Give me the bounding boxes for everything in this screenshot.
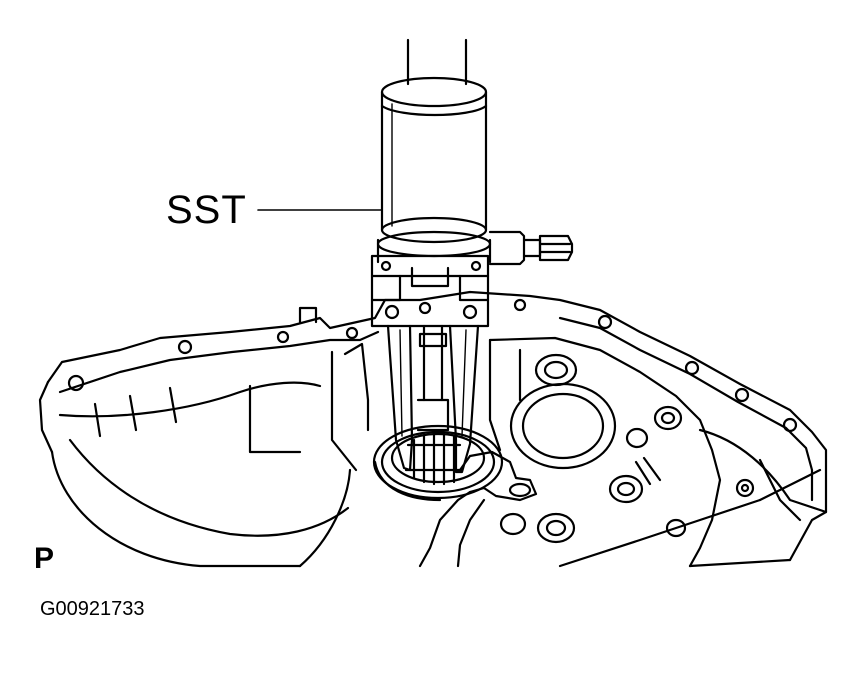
sst-puller-tool: [372, 40, 572, 472]
bearing-bore: [374, 426, 536, 566]
view-label: P: [34, 542, 55, 575]
figure-id: G00921733: [40, 598, 145, 620]
transaxle-case: [40, 292, 826, 566]
sst-callout-label: SST: [166, 188, 247, 232]
